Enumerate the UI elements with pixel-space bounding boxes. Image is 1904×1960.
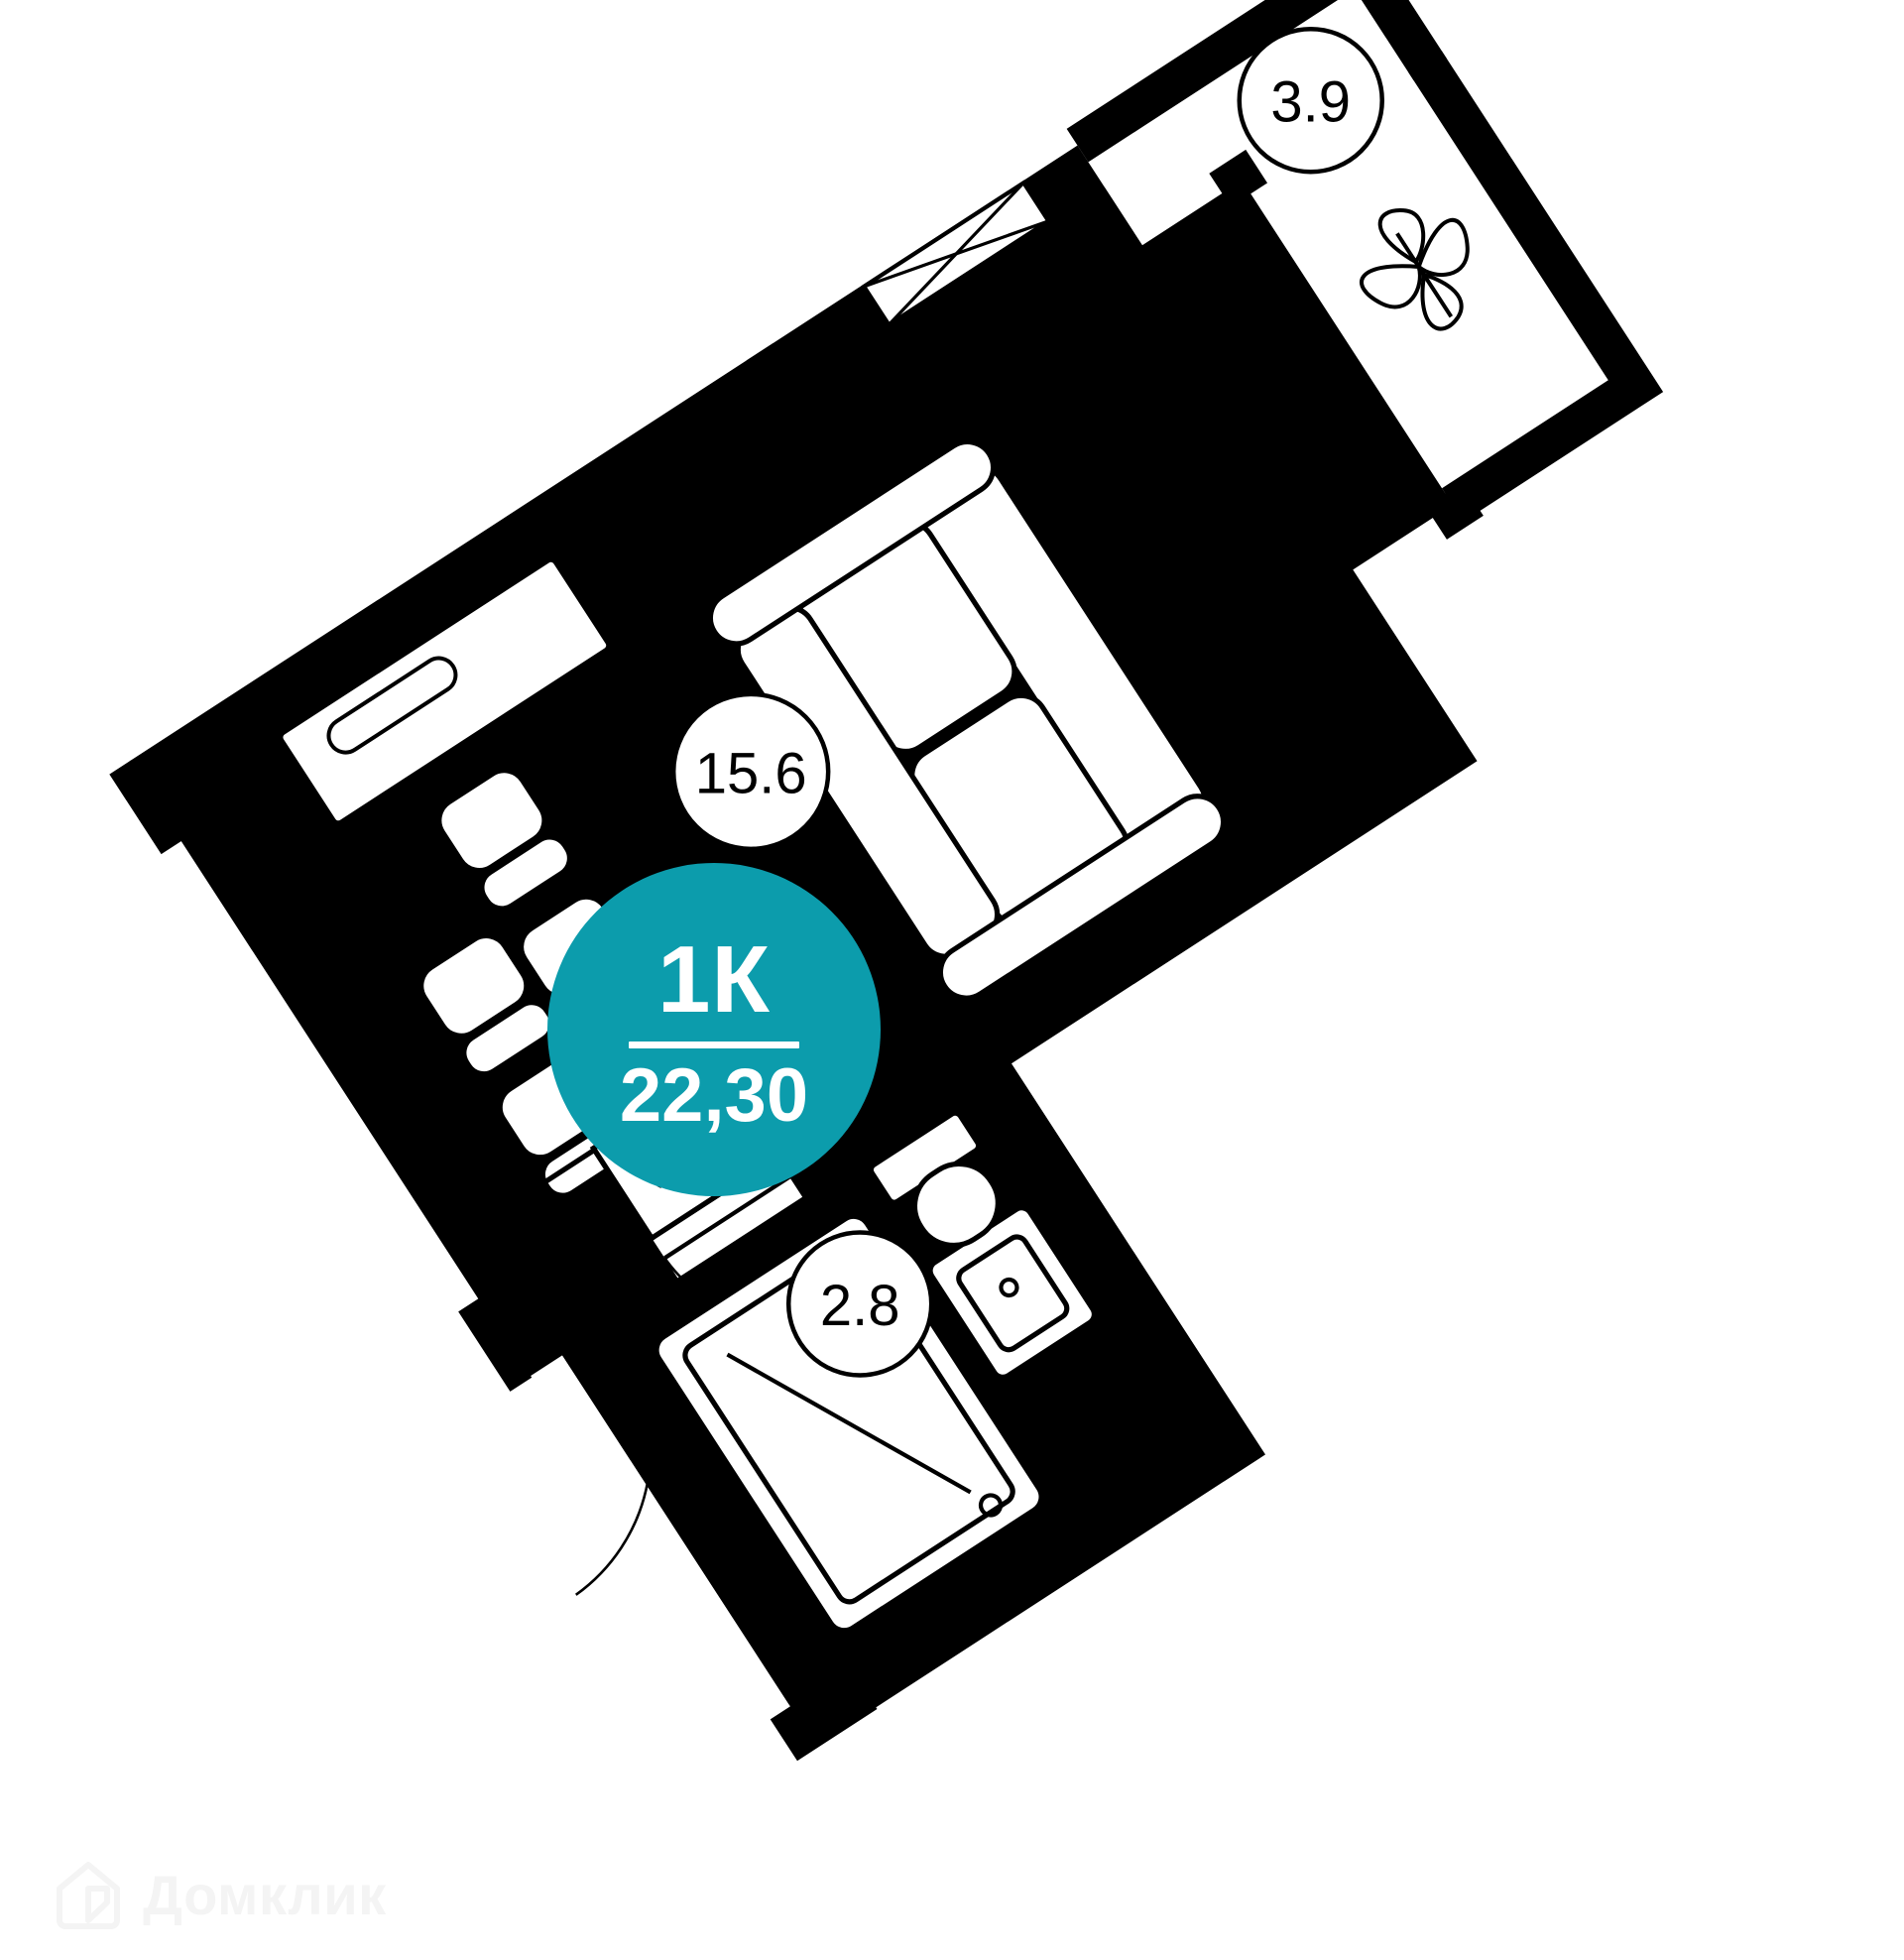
badge-total-area: 22,30 bbox=[619, 1052, 809, 1138]
entry-door[interactable] bbox=[746, 312, 923, 518]
wardrobe bbox=[278, 556, 612, 826]
service-door[interactable] bbox=[479, 1351, 721, 1596]
toilet bbox=[868, 1110, 1001, 1249]
apartment-summary-badge: 1К 22,30 bbox=[547, 863, 881, 1196]
badge-divider bbox=[629, 1041, 799, 1048]
area-value-living-room: 15.6 bbox=[695, 741, 807, 805]
balcony-plant bbox=[1360, 208, 1470, 331]
area-bubble-balcony: 3.9 bbox=[1237, 26, 1384, 175]
balcony-partition bbox=[1062, 186, 1328, 557]
area-value-bathroom: 2.8 bbox=[820, 1274, 900, 1338]
badge-room-count: 1К bbox=[657, 925, 771, 1033]
area-bubble-living-room: 15.6 bbox=[670, 691, 831, 852]
balcony-window bbox=[861, 180, 1052, 328]
sofa bbox=[707, 438, 1227, 1001]
balcony-walls bbox=[1066, 0, 1664, 522]
wall-nibs bbox=[109, 149, 1484, 1762]
area-value-balcony: 3.9 bbox=[1270, 70, 1351, 135]
bathtub bbox=[654, 1213, 1044, 1634]
area-bubble-bathroom: 2.8 bbox=[785, 1230, 934, 1378]
